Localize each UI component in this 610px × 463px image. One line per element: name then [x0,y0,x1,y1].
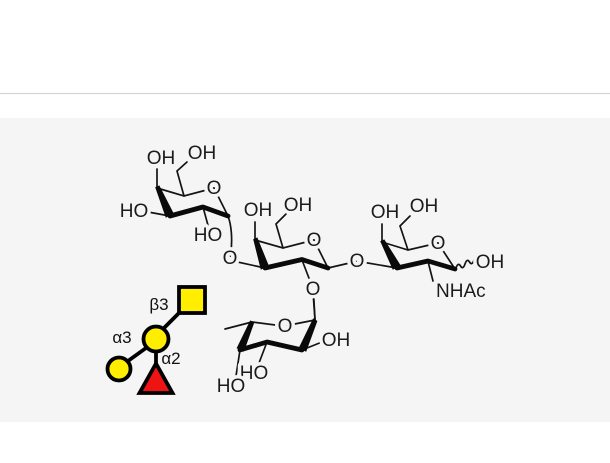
wedge-bond [253,237,269,270]
anomeric-hydroxyl-label: OH [476,252,505,273]
hydroxyl-label: OH [371,202,400,223]
ring-front-edge [394,258,458,272]
linkage-label-alpha3: α3 [112,328,131,347]
snfg-link-alpha3 [126,346,148,363]
bond-anomeric [327,260,357,269]
bond [202,206,210,230]
wedge-bond [380,239,401,270]
bond [176,161,188,197]
bond [313,239,329,269]
n-acetyl-label: NHAc [436,281,486,302]
snfg-fucose-triangle [136,359,176,395]
snfg-link-beta3 [161,312,180,331]
ring-oxygen-label: O [431,233,446,254]
hydroxyl-label: HO [217,376,246,397]
hydroxyl-label: OH [410,196,439,217]
bond-to-nhac [427,260,434,282]
glycosidic-oxygen-label: O [306,279,321,300]
bond [437,242,456,270]
ring-front-edge [237,339,305,353]
glycosidic-oxygen-label: O [350,251,365,272]
hydroxyl-label: OH [284,195,313,216]
snfg-gal-circle-2 [105,355,133,383]
bond-glycosidic [232,260,266,269]
ring-front-edge [167,204,231,219]
bond [235,349,241,377]
wedge-bond [298,318,318,352]
ring1-galactose: OH OH HO HO O O [116,140,266,273]
linkage-label-alpha2: α2 [161,349,180,368]
bond [258,341,268,364]
hydroxyl-label: OH [188,143,217,164]
ring3-galnac: OH OH O OH NHAc [367,193,508,306]
snfg-diagram: β3 α3 α2 [105,285,207,395]
hydroxyl-label: OH [322,330,351,351]
bond-anomeric [312,298,316,321]
ring4-fucose: O OH HO HO [213,298,354,401]
bond [399,215,411,251]
ring-front-edge [262,257,331,271]
bond-methyl [224,321,253,330]
hydroxyl-label: HO [120,201,149,222]
bond [286,319,316,327]
bond [301,259,313,287]
hydroxyl-label: HO [240,363,269,384]
wedge-bond [236,320,255,352]
bond [275,213,287,249]
ring-oxygen-label: O [207,178,222,199]
bond [251,321,284,327]
bond-glycosidic [358,260,398,269]
wavy-bond [455,259,475,269]
glycosidic-oxygen-label: O [223,248,238,269]
hydroxyl-label: OH [147,148,176,169]
snfg-gal-circle-1 [141,324,171,354]
hydroxyl-label: HO [194,225,223,246]
hydroxyl-label: OH [244,200,273,221]
ring2-galactose: OH OH O O O [240,192,398,320]
ring-oxygen-label: O [307,230,322,251]
bond [213,187,229,217]
wedge-bond [155,185,174,218]
ring-oxygen-label: O [278,316,293,337]
snfg-galnac-square [177,285,207,315]
linkage-label-beta3: β3 [149,295,168,314]
